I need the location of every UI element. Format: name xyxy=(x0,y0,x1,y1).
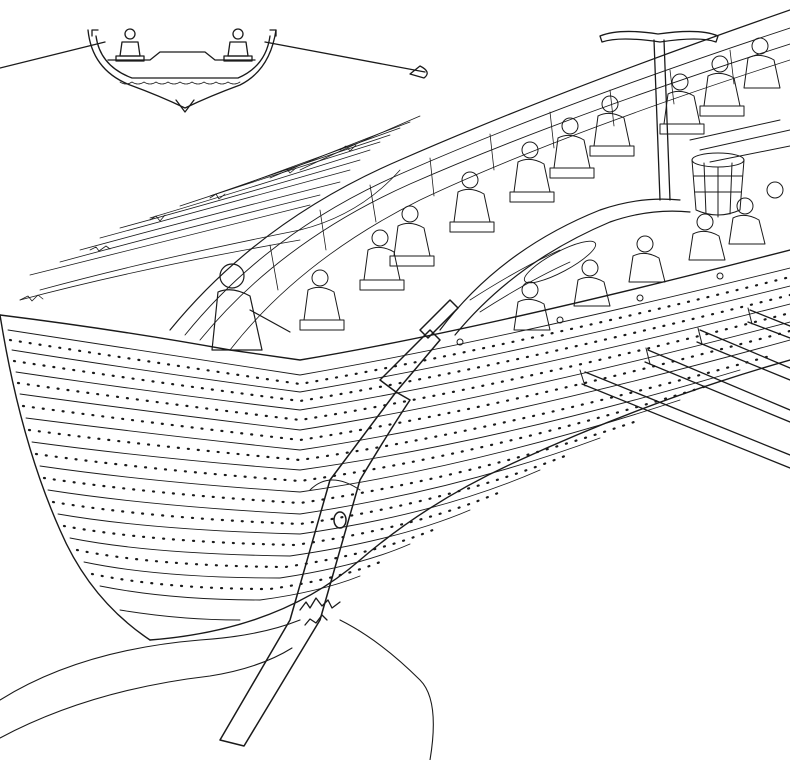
oar xyxy=(747,309,790,339)
rower xyxy=(359,229,405,291)
hull-strakes xyxy=(7,267,790,621)
cross-section-rower-right xyxy=(223,28,253,62)
port-oars xyxy=(689,119,790,163)
oar xyxy=(696,329,790,381)
starboard-oars xyxy=(579,307,790,469)
cross-section-oar-left xyxy=(0,41,106,69)
rower xyxy=(628,235,666,283)
rower xyxy=(688,213,726,261)
rower xyxy=(509,141,555,203)
rower xyxy=(728,197,766,245)
rower xyxy=(299,269,345,331)
cross-section-keel xyxy=(175,99,195,113)
cross-section-hull xyxy=(87,29,277,109)
cross-section-inset xyxy=(0,28,428,113)
furled-sail xyxy=(439,198,691,336)
hull-ribs xyxy=(269,49,735,291)
rowers xyxy=(299,37,784,331)
rower xyxy=(573,259,611,307)
rower xyxy=(699,55,745,117)
rower xyxy=(589,95,635,157)
rower xyxy=(766,181,784,199)
rower xyxy=(659,73,705,135)
longship-hull xyxy=(0,249,790,641)
water-swell xyxy=(0,597,434,760)
oar-ports xyxy=(456,272,724,346)
cross-section-oar-blade xyxy=(409,65,428,79)
oar xyxy=(581,371,790,469)
steering-oar xyxy=(219,299,459,747)
mast-crutch-top xyxy=(599,30,719,43)
hull-gunwale xyxy=(0,249,790,361)
hull-stern-curve xyxy=(0,314,151,641)
rudder-boss xyxy=(333,511,347,529)
port-gunwale xyxy=(169,9,790,331)
rower xyxy=(389,205,435,267)
helmsman xyxy=(211,263,291,351)
rudder-blade xyxy=(219,391,411,747)
water-bucket xyxy=(691,152,745,218)
hull-bottom-line xyxy=(149,359,790,641)
mast-crutch xyxy=(599,30,719,201)
tiller xyxy=(419,299,459,339)
hull-rivets xyxy=(8,275,790,591)
oar xyxy=(644,349,790,423)
cross-section-rower-left xyxy=(115,28,145,62)
water-wake xyxy=(19,115,421,302)
rower xyxy=(513,281,551,331)
rower xyxy=(743,37,781,89)
rower xyxy=(449,171,495,233)
cross-section-oar-right xyxy=(264,41,426,73)
rower xyxy=(549,117,595,179)
cross-section-deck xyxy=(107,51,256,61)
cross-section-inner-hull xyxy=(95,35,271,79)
